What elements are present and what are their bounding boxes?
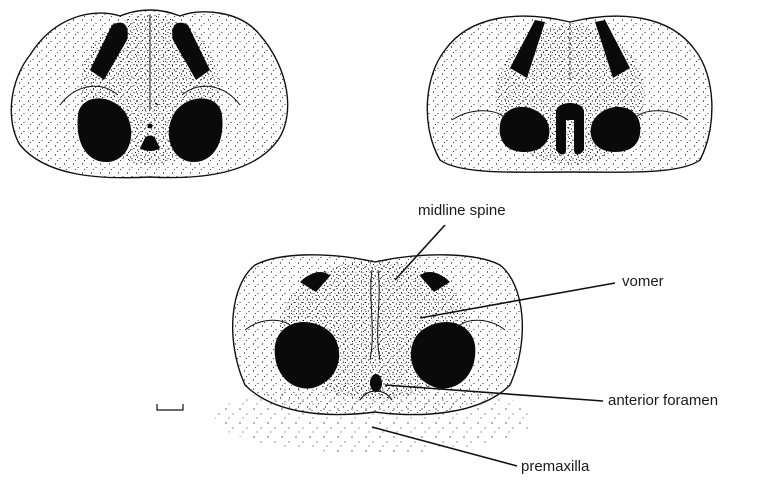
label-vomer: vomer: [622, 274, 664, 289]
scale-bar: [157, 404, 183, 410]
label-midline-spine: midline spine: [418, 203, 506, 218]
anterior-foramen: [370, 374, 382, 392]
label-anterior-foramen: anterior foramen: [608, 393, 718, 408]
skull-view-top-left: [11, 10, 287, 178]
skull-view-bottom: [215, 255, 535, 453]
label-premaxilla: premaxilla: [521, 459, 589, 474]
skull-view-top-right: [427, 16, 712, 172]
